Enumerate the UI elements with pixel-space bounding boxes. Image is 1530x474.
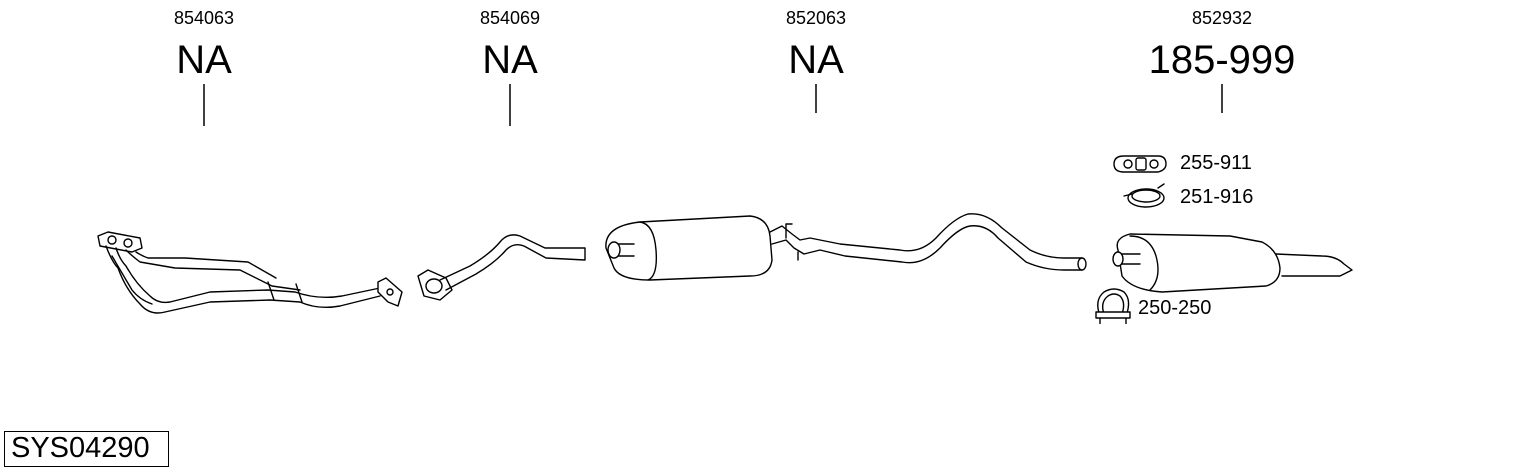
part-code-4: 852932 (1191, 8, 1253, 28)
part-code-3: 852063 (785, 8, 847, 28)
part-number-2[interactable]: NA (482, 38, 538, 82)
part-code-1: 854063 (173, 8, 235, 28)
accessory-label-clamp[interactable]: 251-916 (1180, 186, 1254, 208)
accessory-label-hanger[interactable]: 255-911 (1180, 152, 1252, 174)
part-number-4[interactable]: 185-999 (1148, 38, 1296, 82)
clamp-band-icon[interactable] (1123, 183, 1165, 208)
front-pipe-icon[interactable] (97, 231, 403, 314)
system-code-box: SYS04290 (4, 431, 169, 467)
part-number-1[interactable]: NA (176, 38, 232, 82)
rear-silencer-icon[interactable] (1112, 233, 1353, 293)
intermediate-pipe-icon[interactable] (417, 234, 586, 301)
rubber-hanger-icon[interactable] (1113, 155, 1167, 173)
part-code-2: 854069 (479, 8, 541, 28)
part-number-3[interactable]: NA (788, 38, 844, 82)
accessory-label-ubolt[interactable]: 250-250 (1138, 297, 1212, 319)
centre-silencer-icon[interactable] (605, 213, 1087, 281)
u-bolt-clamp-icon[interactable] (1095, 288, 1131, 324)
